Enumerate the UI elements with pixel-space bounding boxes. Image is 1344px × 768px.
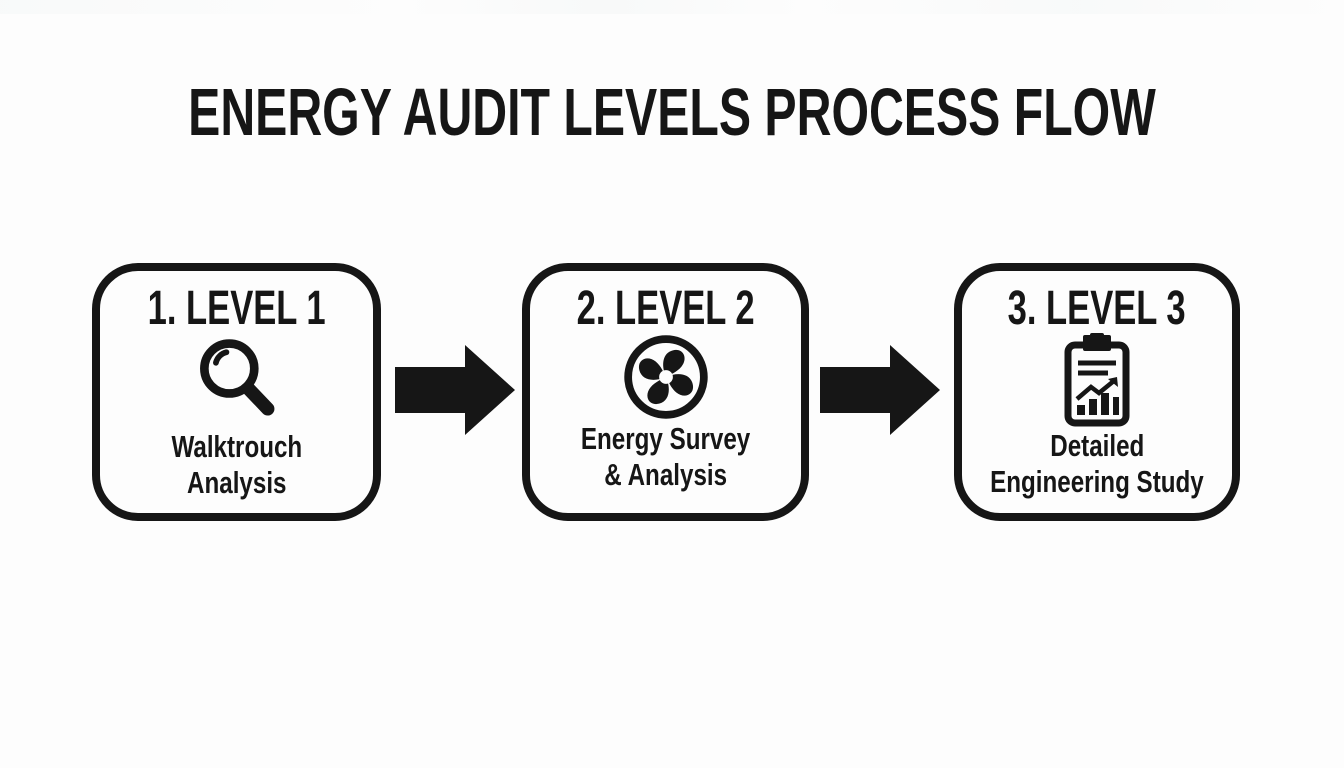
step-1-heading: 1. LEVEL 1 [147, 282, 326, 335]
step-box-level-3: 3. LEVEL 3 Detailed Engineering Study [954, 263, 1240, 521]
step-3-heading: 3. LEVEL 3 [1008, 282, 1186, 335]
step-2-label: Energy Survey & Analysis [580, 421, 751, 493]
clipboard-chart-icon [1061, 333, 1133, 428]
diagram-title: ENERGY AUDIT LEVELS PROCESS FLOW [0, 74, 1344, 151]
arrow-right-icon [820, 345, 940, 435]
arrow-right-icon [395, 345, 515, 435]
step-1-label: Walktrouch Analysis [171, 429, 302, 500]
magnifier-icon [189, 333, 285, 429]
background-artifact [0, 0, 1344, 14]
diagram-title-text: ENERGY AUDIT LEVELS PROCESS FLOW [188, 75, 1156, 150]
step-2-heading: 2. LEVEL 2 [576, 282, 755, 335]
step-3-label: Detailed Engineering Study [990, 428, 1204, 499]
step-box-level-2: 2. LEVEL 2 Energy Survey & Analysis [522, 263, 809, 521]
step-box-level-1: 1. LEVEL 1 Walktrouch Analysis [92, 263, 381, 521]
fan-icon [623, 333, 709, 421]
